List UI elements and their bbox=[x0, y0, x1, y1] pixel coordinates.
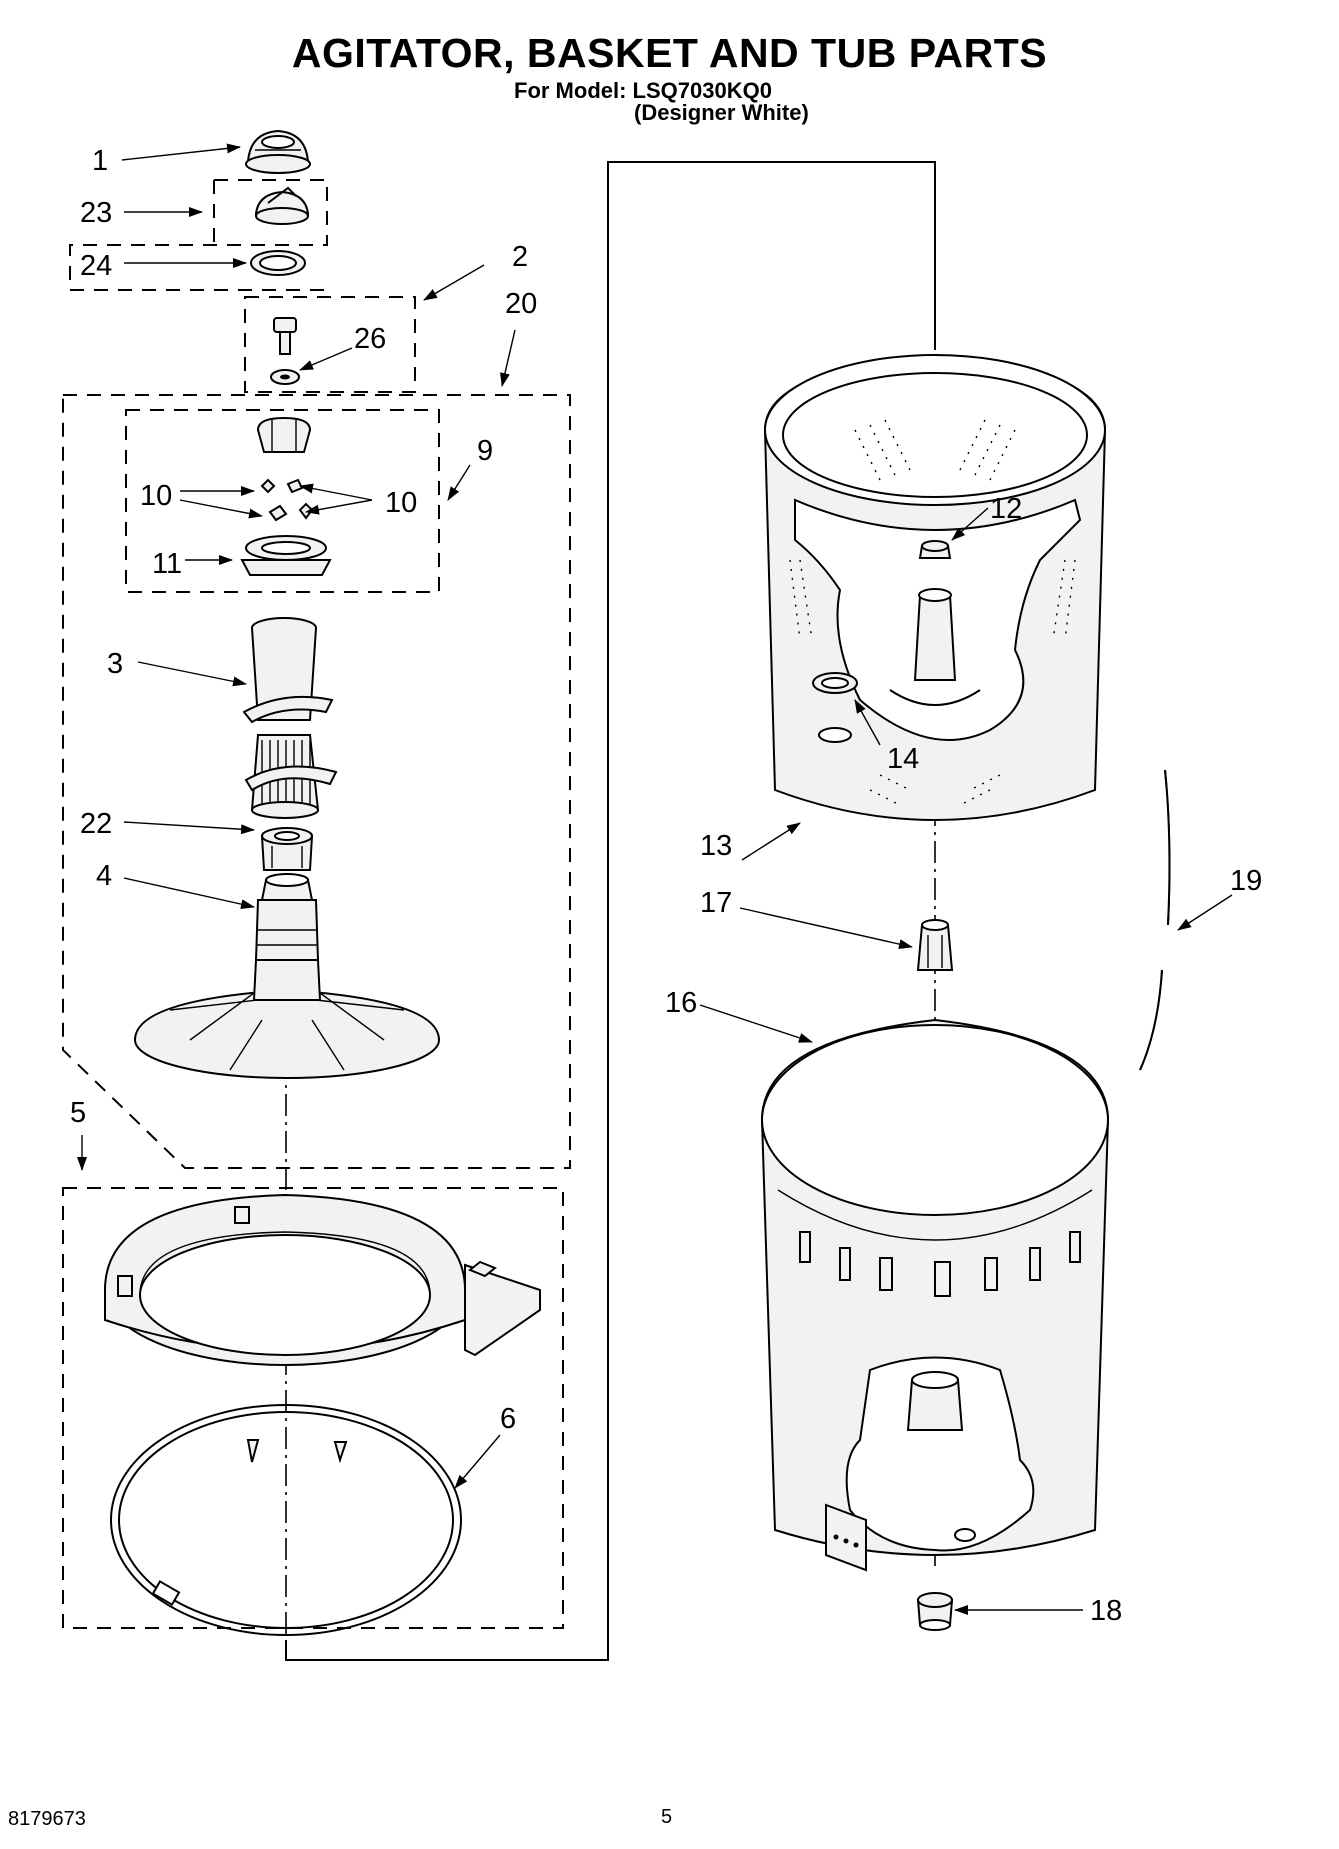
callout-5: 5 bbox=[70, 1097, 86, 1129]
connector-line bbox=[285, 161, 936, 1661]
part-1-agitator-cap bbox=[245, 129, 311, 174]
group-boxes bbox=[62, 179, 571, 1629]
callout-9: 9 bbox=[477, 435, 493, 467]
part-26-washer bbox=[270, 369, 300, 385]
callout-14: 14 bbox=[887, 743, 919, 775]
part-2-bolt bbox=[273, 317, 297, 355]
part-23-cap-insert bbox=[254, 186, 310, 225]
callout-19: 19 bbox=[1230, 865, 1262, 897]
part-16-outer-tub bbox=[760, 1018, 1110, 1572]
callout-11: 11 bbox=[152, 548, 182, 580]
callout-4: 4 bbox=[96, 860, 112, 892]
part-3-agitator-barrel bbox=[242, 617, 338, 819]
part-5-tub-ring bbox=[104, 1193, 541, 1464]
box-9 bbox=[125, 409, 440, 593]
page-title: AGITATOR, BASKET AND TUB PARTS bbox=[291, 30, 1048, 76]
box-5 bbox=[62, 1187, 564, 1629]
part-17-drive-tube-seal bbox=[916, 919, 954, 971]
box-20 bbox=[62, 394, 571, 1169]
callouts: 1 23 24 2 20 26 9 10 10 11 3 22 4 5 6 12… bbox=[70, 145, 1262, 1627]
part-18-grommet bbox=[916, 1592, 954, 1631]
callout-22: 22 bbox=[80, 808, 112, 840]
part-12-basket-drive-nut bbox=[918, 540, 952, 559]
callout-12: 12 bbox=[990, 493, 1022, 525]
callout-26: 26 bbox=[354, 323, 386, 355]
callout-17: 17 bbox=[700, 887, 732, 919]
part-14-basket-plug bbox=[812, 672, 858, 743]
part-6-tub-ring-clamp bbox=[110, 1404, 462, 1636]
callout-24: 24 bbox=[80, 250, 112, 282]
callout-18: 18 bbox=[1090, 1595, 1122, 1627]
callout-10-left: 10 bbox=[140, 480, 172, 512]
callout-23: 23 bbox=[80, 197, 112, 229]
color-line: (Designer White) bbox=[634, 100, 809, 125]
callout-6: 6 bbox=[500, 1403, 516, 1435]
model-line: For Model: LSQ7030KQ0 bbox=[514, 78, 772, 103]
part-9-cam-assembly bbox=[256, 416, 312, 453]
part-10-dogs bbox=[260, 478, 314, 522]
part-11-dog-retainer bbox=[240, 535, 332, 576]
part-13-basket bbox=[763, 353, 1107, 821]
callout-20: 20 bbox=[505, 288, 537, 320]
part-19-overflow-hose bbox=[1139, 769, 1171, 1071]
box-2 bbox=[244, 296, 416, 393]
page-number: 5 bbox=[661, 1806, 673, 1828]
part-4-agitator-base bbox=[134, 873, 440, 1079]
callout-1: 1 bbox=[92, 145, 108, 177]
callout-10-right: 10 bbox=[385, 487, 417, 519]
callout-2: 2 bbox=[512, 241, 528, 273]
leader-lines bbox=[77, 143, 1233, 1615]
callout-3: 3 bbox=[107, 648, 123, 680]
document-number: 8179673 bbox=[8, 1808, 86, 1830]
callout-13: 13 bbox=[700, 830, 732, 862]
part-24-seal-ring bbox=[250, 250, 306, 276]
part-22-drive-bell bbox=[260, 827, 314, 871]
callout-16: 16 bbox=[665, 987, 697, 1019]
